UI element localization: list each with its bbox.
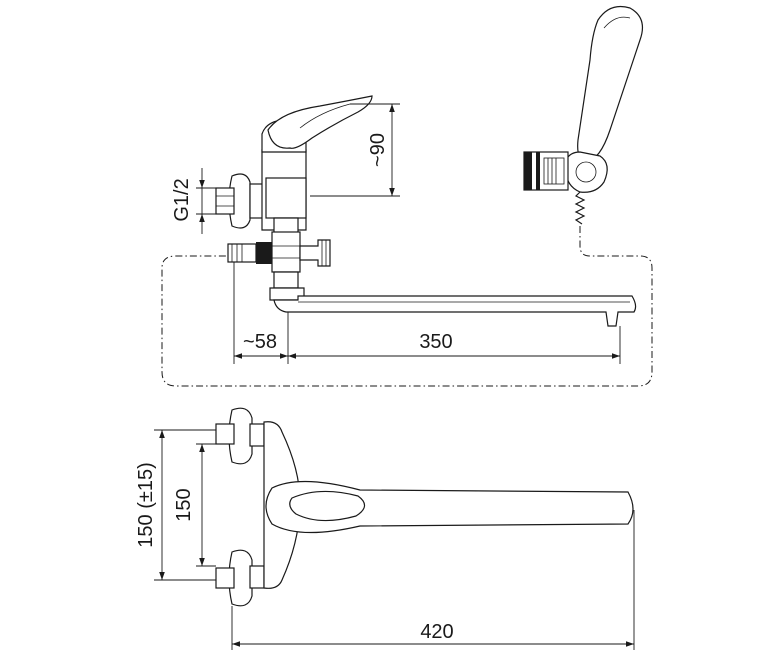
dimension-overall-label: 420 [420,621,453,643]
hand-shower [523,5,643,225]
dimension-height: ~90 [310,103,400,197]
dimension-overall: 420 [231,510,635,650]
dimension-offset-label: ~58 [243,331,277,353]
dimension-height-label: ~90 [367,133,389,167]
faucet-side-view [215,95,637,327]
dimension-reach-label: 350 [419,331,452,353]
dimension-thread: G1/2 [171,168,216,234]
dimension-spacing-label: 150 [173,488,195,521]
dimension-reach: ~58 350 [233,262,621,364]
dimension-thread-label: G1/2 [171,178,193,221]
hose-route [161,226,653,387]
dimension-spacing: 150 [173,443,216,567]
faucet-top-view [215,407,634,607]
dimension-spacing-tolerance-label: 150 (±15) [135,462,157,547]
dimension-spacing-tolerance: 150 (±15) [135,429,216,581]
